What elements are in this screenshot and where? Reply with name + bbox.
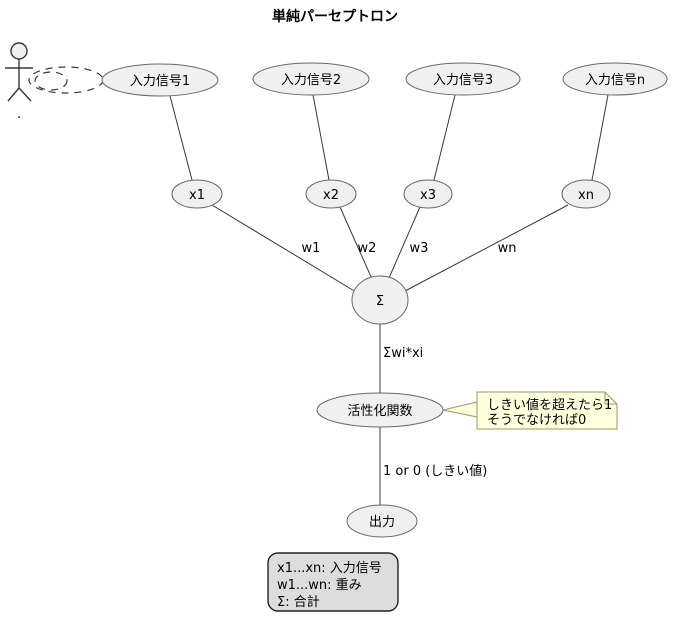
edge-label-sum-formula: Σwi*xi [383, 346, 423, 361]
edge-label-wn: wn [498, 241, 517, 256]
edge-x2-sum [339, 206, 373, 280]
note-fold-corner [604, 392, 617, 405]
edge-xn-sum [404, 204, 569, 292]
actor-leg-left [7, 87, 20, 102]
note-shape [476, 391, 618, 430]
edge-x1-sum [211, 204, 357, 293]
node-input-signal-3-shape [405, 62, 521, 96]
node-xn: xn [561, 179, 611, 209]
edge-input1-x1 [169, 95, 193, 181]
edge-input2-x2 [312, 94, 330, 181]
dashed-ellipse-inner [34, 71, 68, 91]
node-x2: x2 [305, 179, 357, 209]
node-sum: Σ [351, 275, 409, 325]
legend-line-2: w1...wn: 重み [277, 577, 362, 593]
note-line-2: そうでなければ0 [487, 413, 586, 428]
node-output: 出力 [346, 504, 418, 538]
node-x2-label: x2 [323, 188, 339, 203]
node-input-signal-1: 入力信号1 [101, 63, 219, 97]
actor-head [10, 42, 28, 60]
node-x1-shape [171, 179, 223, 209]
edge-input3-x3 [433, 94, 456, 181]
node-input-signal-1-label: 入力信号1 [130, 74, 190, 89]
node-input-signal-2-label: 入力信号2 [281, 73, 341, 88]
node-input-signal-2: 入力信号2 [252, 62, 370, 96]
node-input-signal-n-shape [562, 62, 668, 96]
edge-label-w1: w1 [302, 241, 321, 256]
edge-label-w2: w2 [358, 241, 377, 256]
node-input-signal-n: 入力信号n [562, 62, 668, 96]
legend-line-3: Σ: 合計 [277, 594, 320, 610]
node-activation-label: 活性化関数 [347, 404, 412, 419]
legend-box [267, 552, 399, 612]
node-output-label: 出力 [369, 515, 395, 530]
actor-figure: . [5, 42, 33, 122]
edge-x3-sum [388, 206, 421, 279]
note-line-1: しきい値を超えたら1 [487, 397, 612, 413]
node-activation: 活性化関数 [316, 392, 444, 428]
dashed-ellipse-outer [28, 66, 104, 94]
node-x1: x1 [171, 179, 223, 209]
note: しきい値を超えたら1 そうでなければ0 [476, 391, 618, 430]
edge-inputn-xn [591, 94, 609, 181]
node-sum-shape [351, 275, 409, 325]
node-x1-label: x1 [189, 188, 205, 203]
node-input-signal-1-shape [101, 63, 219, 97]
legend-line-1: x1...xn: 入力信号 [277, 561, 382, 576]
actor-leg-right [18, 87, 32, 102]
node-x3-label: x3 [420, 188, 436, 203]
node-sum-label: Σ [376, 294, 384, 309]
actor-label: . [17, 107, 21, 122]
node-xn-label: xn [578, 188, 594, 203]
edge-label-w3: w3 [410, 241, 429, 256]
legend: x1...xn: 入力信号 w1...wn: 重み Σ: 合計 [267, 552, 399, 612]
node-input-signal-n-label: 入力信号n [585, 73, 645, 88]
node-input-signal-3-label: 入力信号3 [433, 73, 493, 88]
node-input-signal-2-shape [252, 62, 370, 96]
node-output-shape [346, 504, 418, 538]
node-xn-shape [561, 179, 611, 209]
node-input-signal-3: 入力信号3 [405, 62, 521, 96]
edge-label-threshold: 1 or 0 (しきい値) [383, 463, 487, 479]
node-x3: x3 [403, 179, 453, 209]
node-x3-shape [403, 179, 453, 209]
node-x2-shape [305, 179, 357, 209]
diagram-title: 単純パーセプトロン [272, 8, 398, 25]
note-connector [442, 401, 478, 418]
